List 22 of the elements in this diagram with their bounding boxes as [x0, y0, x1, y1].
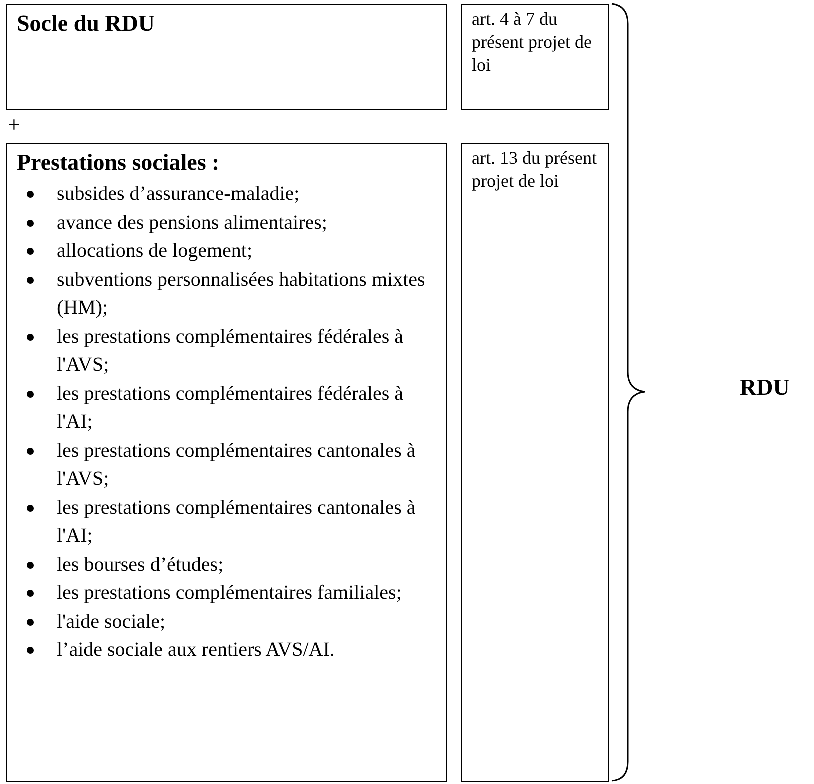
list-item: subsides d’assurance-maladie;: [57, 180, 427, 208]
plus-sign: +: [8, 112, 20, 138]
list-box: [6, 143, 447, 782]
brace-label: RDU: [740, 375, 790, 401]
text-box: [6, 4, 447, 110]
list-item: les prestations complémentaires cantonales à l'AI;: [57, 494, 427, 550]
list-item: les prestations complémentaires cantonales à l'AVS;: [57, 436, 427, 494]
list-item: allocations de logement;: [57, 237, 427, 266]
reference-box: [461, 4, 609, 110]
list-item: avance des pensions alimentaires;: [57, 208, 427, 237]
list-item: les bourses d’études;: [57, 550, 427, 579]
list-item: l’aide sociale aux rentiers AVS/AI.: [57, 636, 427, 664]
list-item: les prestations complémentaires fédérales à l'AI;: [57, 380, 427, 436]
reference-text: art. 13 du présent projet de loi: [472, 147, 598, 193]
list-item: l'aide sociale;: [57, 608, 427, 636]
list-item: les prestations complémentaires fédérales à l'AVS;: [57, 322, 427, 380]
heading: Socle du RDU: [17, 11, 156, 37]
list-item: les prestations complémentaires familiales;: [57, 579, 427, 608]
heading: Prestations sociales :: [17, 150, 220, 176]
reference-box: [461, 143, 609, 782]
list-item: subventions personnalisées habitations mixtes (HM);: [57, 266, 427, 322]
reference-text: art. 4 à 7 du présent projet de loi: [472, 8, 593, 77]
